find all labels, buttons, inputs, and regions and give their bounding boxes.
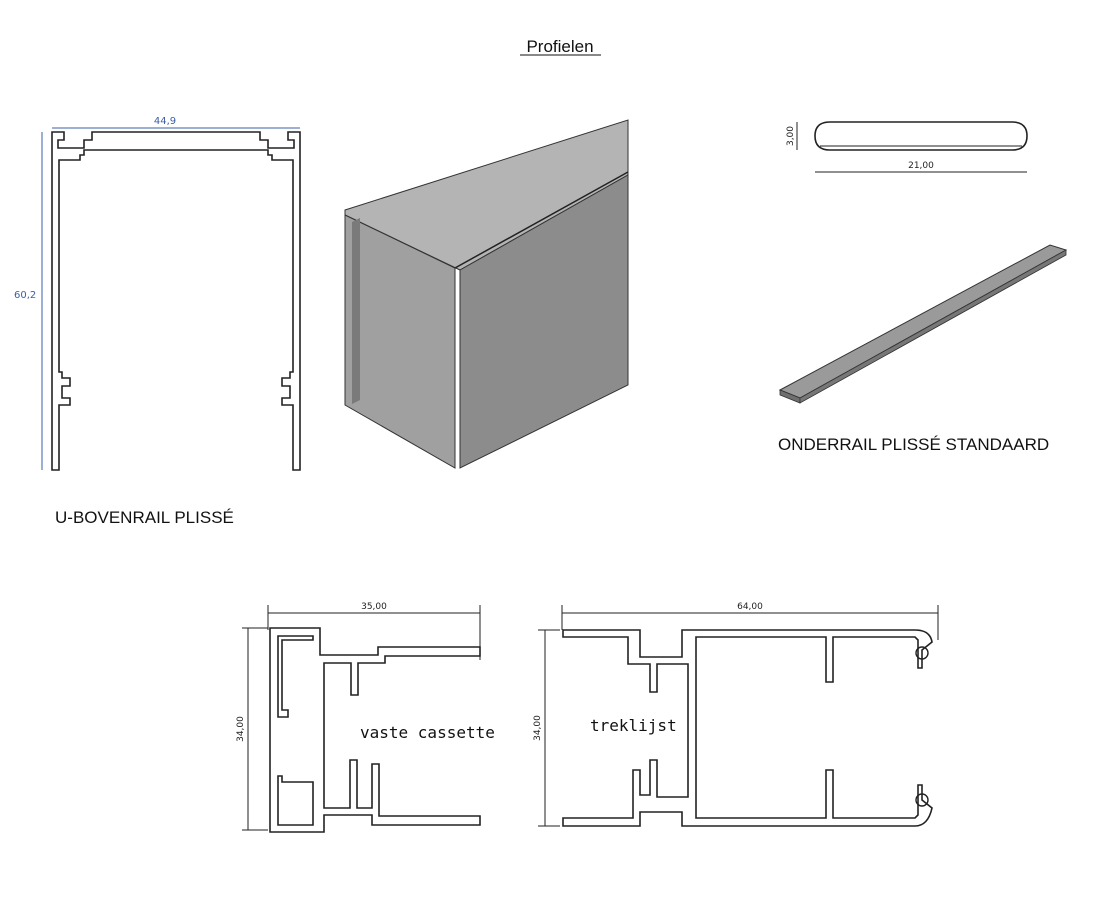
u-bovenrail-label: U-BOVENRAIL PLISSÉ xyxy=(55,508,234,527)
width-dimension: 44,9 xyxy=(154,116,176,127)
cassette-drawing: 35,00 34,00 vaste cassette xyxy=(236,602,495,833)
height-dimension: 34,00 xyxy=(533,715,543,741)
cassette-outline xyxy=(269,627,481,833)
page-title: Profielen xyxy=(526,37,593,56)
treklijst-drawing: 64,00 34,00 treklijst xyxy=(533,602,939,827)
width-dimension: 21,00 xyxy=(908,161,934,171)
u-rail-outline xyxy=(51,131,301,471)
cassette-label: vaste cassette xyxy=(360,723,495,742)
onderrail-3d-view xyxy=(778,244,1068,404)
onderrail-label: ONDERRAIL PLISSÉ STANDAARD xyxy=(778,435,1049,454)
height-dimension: 60,2 xyxy=(14,290,36,301)
onderrail-outline xyxy=(814,121,1028,151)
u-bovenrail-drawing: 44,9 60,2 xyxy=(14,116,301,471)
u-bovenrail-3d-view xyxy=(344,119,629,469)
height-dimension: 34,00 xyxy=(236,716,246,742)
treklijst-label: treklijst xyxy=(590,716,677,735)
onderrail-drawing: 3,00 21,00 xyxy=(786,121,1028,173)
width-dimension: 64,00 xyxy=(737,602,763,612)
treklijst-outline xyxy=(562,629,933,827)
thickness-dimension: 3,00 xyxy=(786,126,796,146)
width-dimension: 35,00 xyxy=(361,602,387,612)
